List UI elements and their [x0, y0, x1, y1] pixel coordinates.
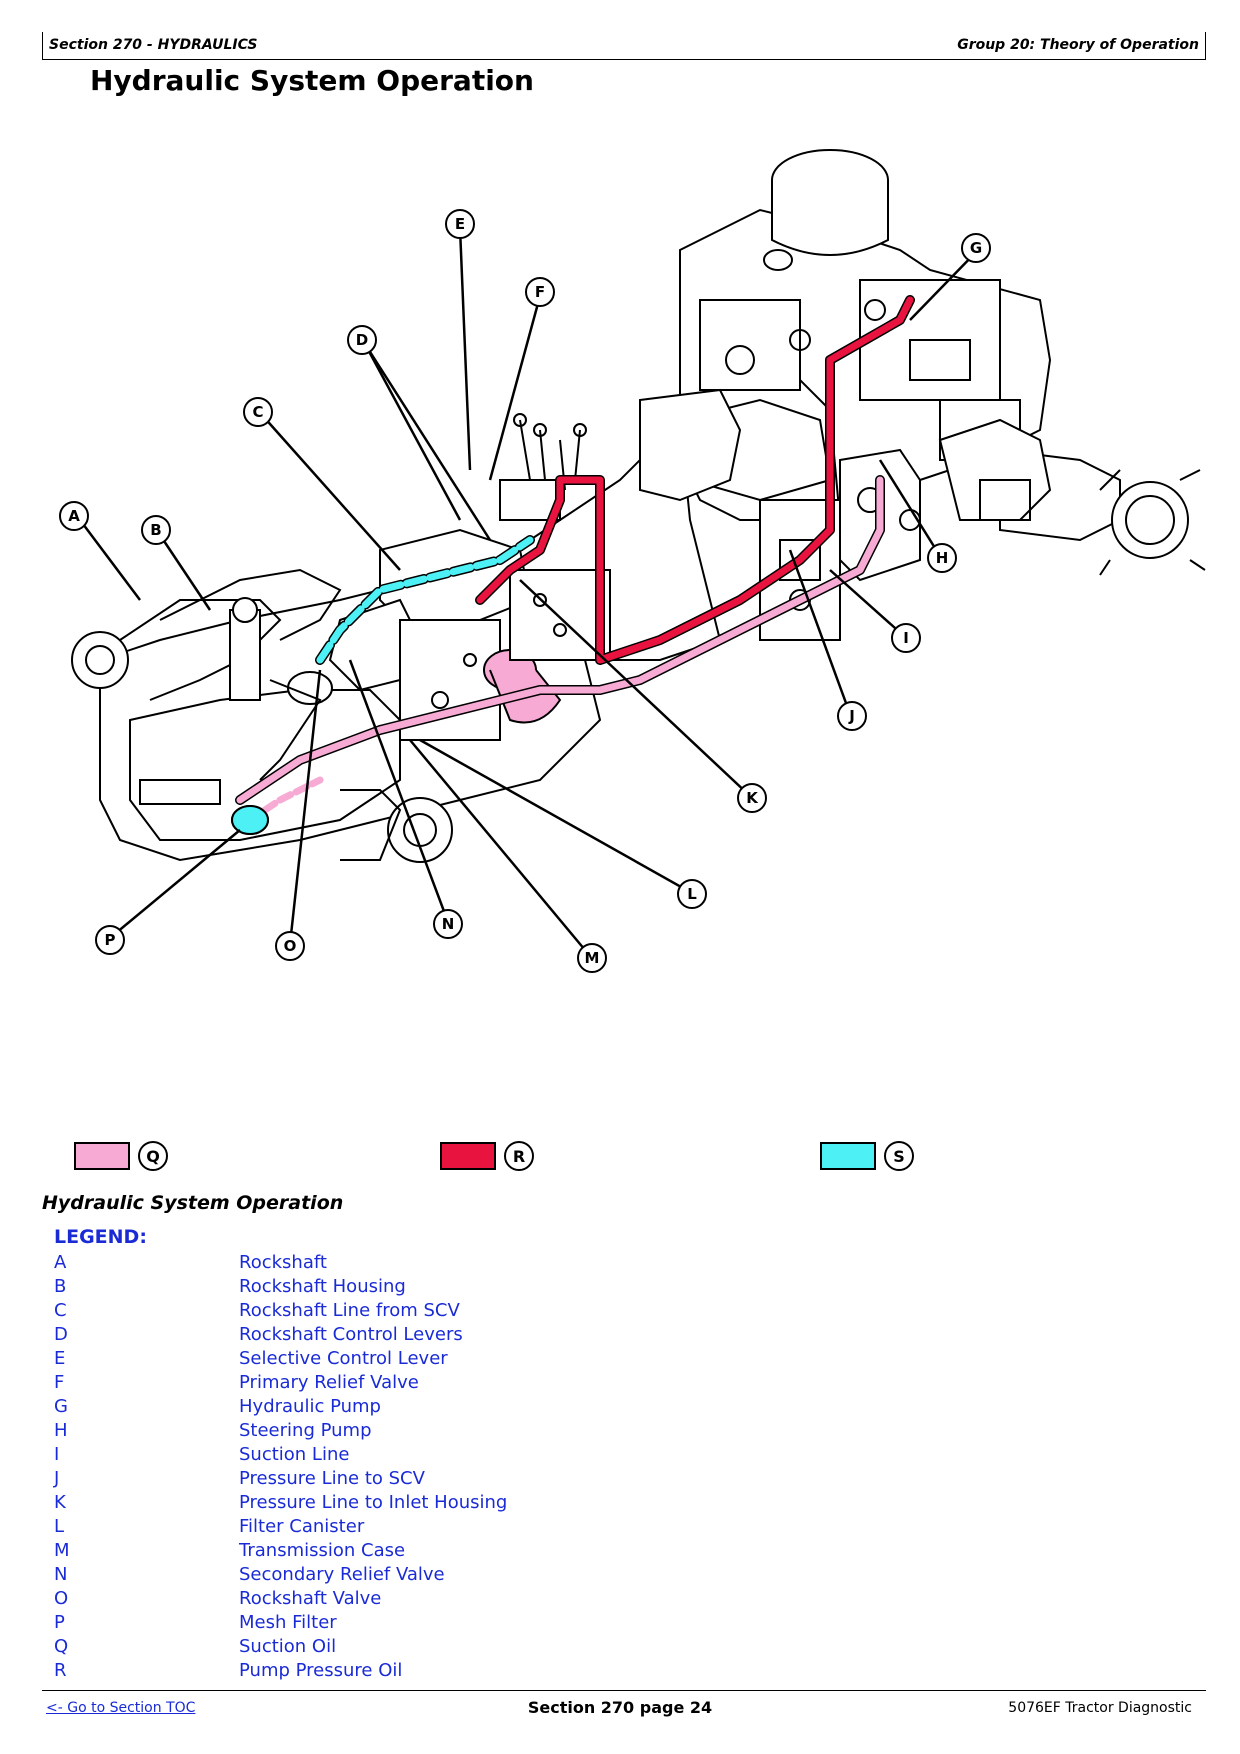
- legend-key: M: [54, 1539, 70, 1561]
- legend-key: O: [54, 1587, 69, 1609]
- group-label: Group 20: Theory of Operation: [957, 37, 1199, 53]
- legend-key: C: [54, 1299, 67, 1321]
- legend-row: D Rockshaft Control Levers: [54, 1322, 754, 1346]
- legend-label: Rockshaft Line from SCV: [239, 1299, 460, 1321]
- legend-key: K: [54, 1491, 66, 1513]
- legend-key: Q: [54, 1635, 69, 1657]
- legend-row: B Rockshaft Housing: [54, 1274, 754, 1298]
- legend-row: Q Suction Oil: [54, 1634, 754, 1658]
- legend-key: G: [54, 1395, 68, 1417]
- callout-m: M: [585, 949, 600, 967]
- legend-label: Filter Canister: [239, 1515, 365, 1537]
- callout-j: J: [848, 707, 855, 725]
- callout-f: F: [535, 283, 545, 301]
- legend-list: A Rockshaft B Rockshaft Housing C Rockshaft…: [54, 1250, 754, 1682]
- legend-label: Pressure Line to SCV: [239, 1467, 425, 1489]
- section-toc-link[interactable]: <- Go to Section TOC: [46, 1700, 196, 1716]
- legend-row: L Filter Canister: [54, 1514, 754, 1538]
- legend-key: A: [54, 1251, 67, 1273]
- callout-c: C: [252, 403, 263, 421]
- legend-title: LEGEND:: [54, 1226, 147, 1248]
- legend-row: O Rockshaft Valve: [54, 1586, 754, 1610]
- legend-row: A Rockshaft: [54, 1250, 754, 1274]
- footer-divider: [42, 1690, 1206, 1691]
- legend-label: Mesh Filter: [239, 1611, 337, 1633]
- legend-row: P Mesh Filter: [54, 1610, 754, 1634]
- callout-q: Q: [138, 1141, 168, 1171]
- legend-label: Suction Line: [239, 1443, 350, 1465]
- section-label: Section 270 - HYDRAULICS: [49, 37, 258, 53]
- callout-d: D: [356, 331, 368, 349]
- callout-a: A: [68, 507, 80, 525]
- callout-b: B: [150, 521, 161, 539]
- legend-key: E: [54, 1347, 66, 1369]
- callout-p: P: [105, 931, 116, 949]
- legend-key: R: [54, 1659, 67, 1681]
- legend-row: C Rockshaft Line from SCV: [54, 1298, 754, 1322]
- figure-caption: Hydraulic System Operation: [42, 1192, 344, 1214]
- legend-row: E Selective Control Lever: [54, 1346, 754, 1370]
- callout-n: N: [442, 915, 455, 933]
- legend-key: B: [54, 1275, 67, 1297]
- legend-label: Steering Pump: [239, 1419, 372, 1441]
- legend-key: I: [54, 1443, 60, 1465]
- suction-swatch: [74, 1142, 130, 1170]
- legend-row: I Suction Line: [54, 1442, 754, 1466]
- legend-label: Rockshaft Valve: [239, 1587, 382, 1609]
- legend-key: P: [54, 1611, 65, 1633]
- legend-key: L: [54, 1515, 65, 1537]
- callout-s: S: [884, 1141, 914, 1171]
- callout-h: H: [936, 549, 949, 567]
- legend-label: Pressure Line to Inlet Housing: [239, 1491, 508, 1513]
- legend-key: J: [54, 1467, 60, 1489]
- legend-row: K Pressure Line to Inlet Housing: [54, 1490, 754, 1514]
- legend-label: Primary Relief Valve: [239, 1371, 419, 1393]
- color-key-suction: Q: [74, 1140, 168, 1172]
- callout-r: R: [504, 1141, 534, 1171]
- color-key-rockshaft: S: [820, 1140, 914, 1172]
- document-title: 5076EF Tractor Diagnostic: [1008, 1700, 1192, 1716]
- legend-row: G Hydraulic Pump: [54, 1394, 754, 1418]
- legend-label: Rockshaft: [239, 1251, 327, 1273]
- callout-o: O: [284, 937, 297, 955]
- callout-l: L: [687, 885, 697, 903]
- legend-key: D: [54, 1323, 68, 1345]
- pressure-swatch: [440, 1142, 496, 1170]
- callout-k: K: [746, 789, 759, 807]
- legend-label: Secondary Relief Valve: [239, 1563, 445, 1585]
- legend-label: Hydraulic Pump: [239, 1395, 381, 1417]
- color-key-pressure: R: [440, 1140, 534, 1172]
- page-title: Hydraulic System Operation: [90, 64, 534, 97]
- rockshaft-swatch: [820, 1142, 876, 1170]
- callout-i: I: [903, 629, 909, 647]
- callout-e: E: [455, 215, 465, 233]
- hydraulic-system-illustration: A B C D E F G H I J K L M N O P: [59, 149, 1206, 973]
- legend-key: N: [54, 1563, 68, 1585]
- legend-label: Selective Control Lever: [239, 1347, 448, 1369]
- legend-row: J Pressure Line to SCV: [54, 1466, 754, 1490]
- legend-key: F: [54, 1371, 65, 1393]
- legend-row: N Secondary Relief Valve: [54, 1562, 754, 1586]
- legend-label: Transmission Case: [239, 1539, 406, 1561]
- legend-key: H: [54, 1419, 68, 1441]
- legend-row: F Primary Relief Valve: [54, 1370, 754, 1394]
- legend-label: Rockshaft Housing: [239, 1275, 406, 1297]
- callout-g: G: [970, 239, 982, 257]
- legend-label: Pump Pressure Oil: [239, 1659, 403, 1681]
- legend-label: Rockshaft Control Levers: [239, 1323, 463, 1345]
- page-header: Section 270 - HYDRAULICS Group 20: Theor…: [42, 32, 1206, 60]
- legend-row: R Pump Pressure Oil: [54, 1658, 754, 1682]
- legend-label: Suction Oil: [239, 1635, 337, 1657]
- legend-row: H Steering Pump: [54, 1418, 754, 1442]
- page-number: Section 270 page 24: [527, 1698, 713, 1717]
- legend-row: M Transmission Case: [54, 1538, 754, 1562]
